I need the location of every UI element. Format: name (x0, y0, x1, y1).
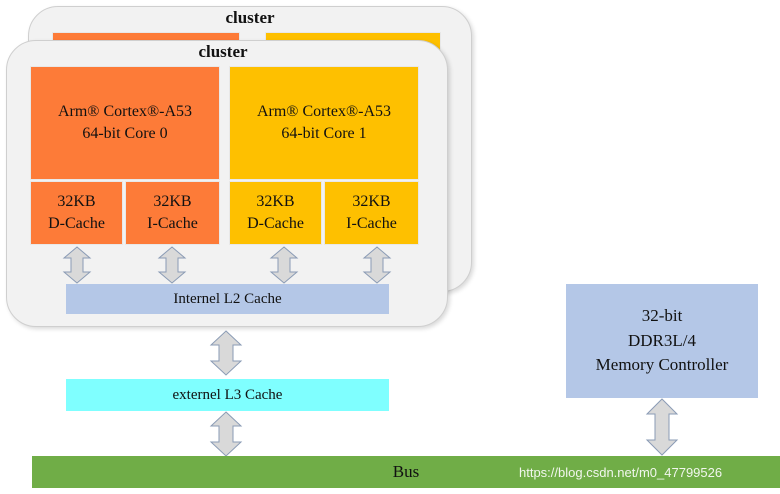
l3-bus-arrow-icon (209, 411, 243, 457)
core-0-i-cache: 32KB I-Cache (125, 181, 220, 245)
core-1-i-cache: 32KB I-Cache (324, 181, 419, 245)
core-0: Arm® Cortex®-A53 64-bit Core 0 (30, 66, 220, 180)
d-cache-0-l2-arrow-icon (62, 246, 92, 284)
core-1: Arm® Cortex®-A53 64-bit Core 1 (229, 66, 419, 180)
l3-cache: externel L3 Cache (66, 379, 389, 411)
front-cluster-title: cluster (198, 42, 248, 61)
memory-controller: 32-bit DDR3L/4 Memory Controller (566, 284, 758, 398)
core-0-d-cache: 32KB D-Cache (30, 181, 123, 245)
back-cluster-title: cluster (225, 8, 275, 27)
i-cache-1-l2-arrow-icon (362, 246, 392, 284)
d-cache-1-l2-arrow-icon (269, 246, 299, 284)
core-1-d-cache: 32KB D-Cache (229, 181, 322, 245)
bus-label: Bus (392, 461, 420, 481)
i-cache-0-l2-arrow-icon (157, 246, 187, 284)
l2-l3-arrow-icon (209, 330, 243, 376)
l2-cache: Internel L2 Cache (66, 284, 389, 314)
watermark: https://blog.csdn.net/m0_47799526 (519, 465, 723, 480)
memory-controller-bus-arrow-icon (645, 398, 679, 456)
bus: Bus (32, 456, 780, 488)
